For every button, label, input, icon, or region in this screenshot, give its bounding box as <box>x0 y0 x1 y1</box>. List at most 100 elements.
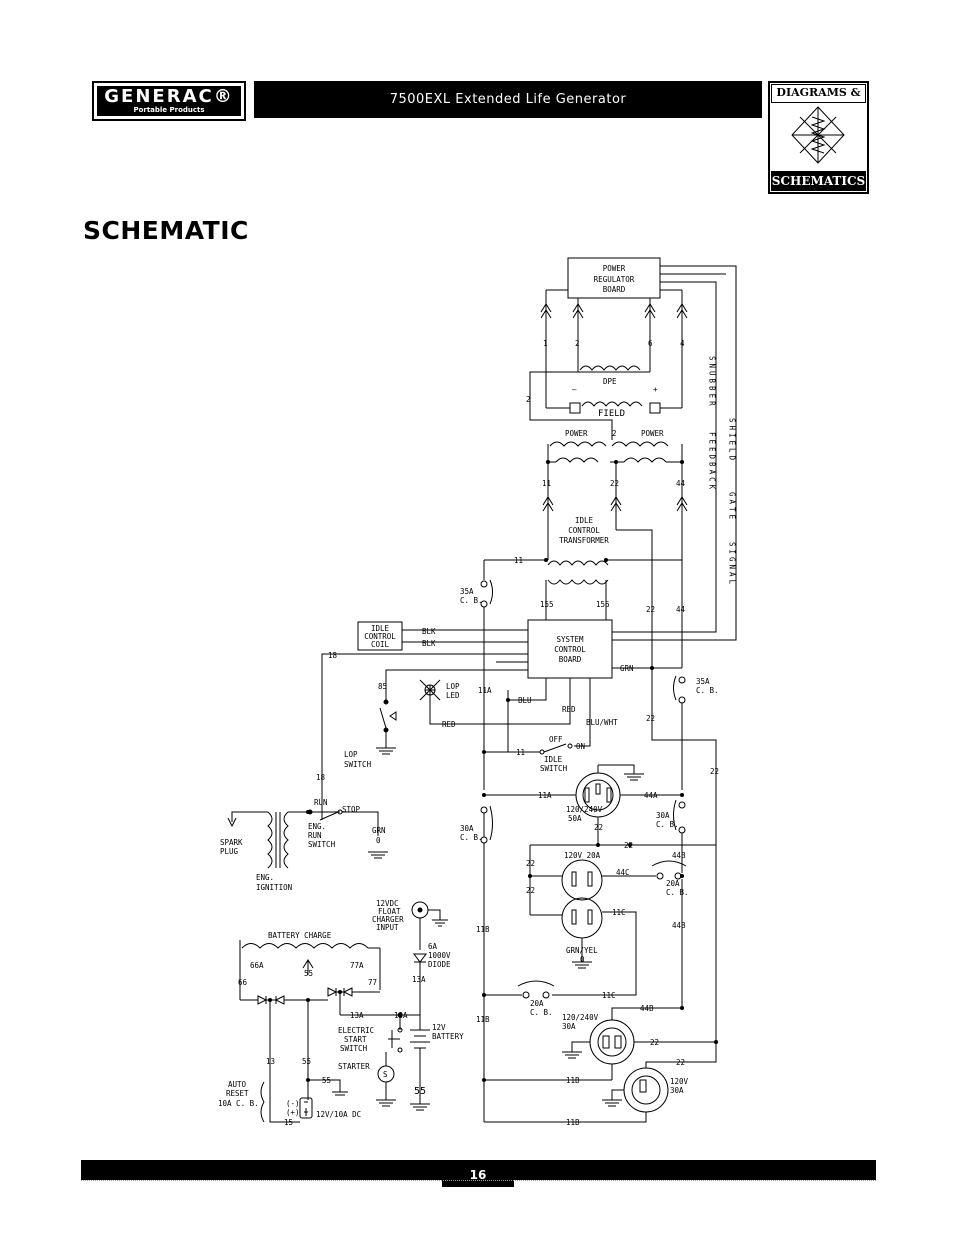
cb35-left-1: 35A <box>460 587 474 596</box>
stop-label: STOP <box>342 805 361 814</box>
grn-0-2: 0 <box>376 836 381 845</box>
wire-11-label: 11 <box>514 556 523 565</box>
blk-2: BLK <box>422 639 436 648</box>
wire-22d: 22 <box>594 823 603 832</box>
spark-plug-2: PLUG <box>220 847 239 856</box>
starter-label: STARTER <box>338 1062 370 1071</box>
recept-50-2: 50A <box>568 814 582 823</box>
scb-2: CONTROL <box>554 645 586 654</box>
vertical-labels: SNUBBER FEEDBACK SHIELD GATE SIGNAL <box>708 356 737 587</box>
wire-22g: 22 <box>526 886 535 895</box>
recept-30-2: 30A <box>562 1022 576 1031</box>
pin-1: 1 <box>543 339 548 348</box>
scb-1: SYSTEM <box>556 635 584 644</box>
badge-bottom-text: SCHEMATICS <box>771 171 866 191</box>
wire-22c: 22 <box>646 714 655 723</box>
shield-label: SHIELD <box>728 418 737 463</box>
recept-50-1: 120/240V <box>566 805 603 814</box>
cb30-right-2: C. B. <box>656 820 679 829</box>
dpe-plus: + <box>653 385 658 394</box>
wire-13a-1: 13A <box>412 975 426 984</box>
wire-44a: 44A <box>644 791 658 800</box>
wire-18a: 18 <box>328 651 338 660</box>
grn-label: GRN <box>620 664 634 673</box>
grnyel-1: GRN/YEL <box>566 946 598 955</box>
ict-label-2: CONTROL <box>568 526 600 535</box>
wire-155-label: 155 <box>540 600 554 609</box>
float-charger-2: FLOAT <box>378 907 401 916</box>
wire-77: 77 <box>368 978 377 987</box>
float-charger-3: CHARGER <box>372 915 404 924</box>
cb20-right-1: 20A <box>666 879 680 888</box>
diode-3: DIODE <box>428 960 451 969</box>
cb20-bottom-1: 20A <box>530 999 544 1008</box>
recept-120-30-2: 30A <box>670 1086 684 1095</box>
ict-label-3: TRANSFORMER <box>559 536 609 545</box>
wire-22-right: 22 <box>710 767 719 776</box>
cb35-right-2: C. B. <box>696 686 719 695</box>
ict-label-1: IDLE <box>575 516 594 525</box>
wire-22-top: 22 <box>610 479 619 488</box>
wire-11b-4: 11B <box>566 1118 580 1127</box>
wire-44-top: 44 <box>676 479 686 488</box>
off-label: OFF <box>549 735 563 744</box>
wire-11c2: 11C <box>602 991 616 1000</box>
eng-run-3: SWITCH <box>308 840 336 849</box>
starter-s: S <box>383 1070 388 1079</box>
battery-2: BATTERY <box>432 1032 464 1041</box>
wire-18b: 18 <box>316 773 326 782</box>
dc-out-label: 12V/10A DC <box>316 1110 361 1119</box>
wire-13: 13 <box>266 1057 275 1066</box>
wire-11b-mid: 11B <box>476 925 490 934</box>
logo-sub-text: Portable Products <box>133 106 205 114</box>
auto-reset-1: AUTO <box>228 1080 247 1089</box>
wire-85: 85 <box>378 682 387 691</box>
spark-plug-1: SPARK <box>220 838 243 847</box>
wire-15: 15 <box>284 1118 293 1127</box>
wire-11a: 11A <box>478 686 492 695</box>
electric-start-1: ELECTRIC <box>338 1026 374 1035</box>
electric-start-3: SWITCH <box>340 1044 368 1053</box>
wire-2-label: 2 <box>526 395 531 404</box>
lop-switch-1: LOP <box>344 750 358 759</box>
wire-2b-label: 2 <box>612 429 617 438</box>
pin-4: 4 <box>680 339 685 348</box>
badge-top-text: DIAGRAMS & <box>771 84 866 103</box>
wire-11-top: 11 <box>542 479 551 488</box>
power-regulator-board <box>567 257 661 299</box>
wire-44-mid: 44 <box>676 605 686 614</box>
idle-control-coil <box>357 621 403 651</box>
red-label-1: RED <box>562 705 576 714</box>
float-charger-1: 12VDC <box>376 899 399 908</box>
on-label: ON <box>576 742 585 751</box>
eng-run-1: ENG. <box>308 822 326 831</box>
auto-reset-3: 10A C. B. <box>218 1099 259 1108</box>
cb30-left-2: C. B. <box>460 833 483 842</box>
wire-55c: 55 <box>322 1076 331 1085</box>
pin-6: 6 <box>648 339 653 348</box>
wire-55d: 55 <box>414 1086 426 1097</box>
diagrams-schematics-badge: DIAGRAMS & SCHEMATICS <box>768 81 869 194</box>
header-title: 7500EXL Extended Life Generator <box>254 81 762 118</box>
eng-run-2: RUN <box>308 831 322 840</box>
wire-55a: 55 <box>304 969 313 978</box>
grnyel-2: 0 <box>580 955 585 964</box>
wire-11b-3: 11B <box>566 1076 580 1085</box>
wire-22h: 22 <box>650 1038 659 1047</box>
wire-44b2: 44B <box>672 921 686 930</box>
idle-switch-2: SWITCH <box>540 764 568 773</box>
wire-22i: 22 <box>676 1058 685 1067</box>
wire-44b: 44B <box>672 851 686 860</box>
idle-coil-1: IDLE <box>371 624 390 633</box>
cb35-left-2: C. B. <box>460 596 483 605</box>
grn-0-1: GRN <box>372 826 386 835</box>
wire-66a: 66A <box>250 961 264 970</box>
prb-label-1: POWER <box>603 264 626 273</box>
prb-label-2: REGULATOR <box>594 275 635 284</box>
recept-30-1: 120/240V <box>562 1013 599 1022</box>
wire-156-label: 156 <box>596 600 610 609</box>
diode-1: 6A <box>428 942 438 951</box>
blu-label: BLU <box>518 696 532 705</box>
logo-main-text: GENERAC® <box>104 86 234 107</box>
run-label: RUN <box>314 798 328 807</box>
